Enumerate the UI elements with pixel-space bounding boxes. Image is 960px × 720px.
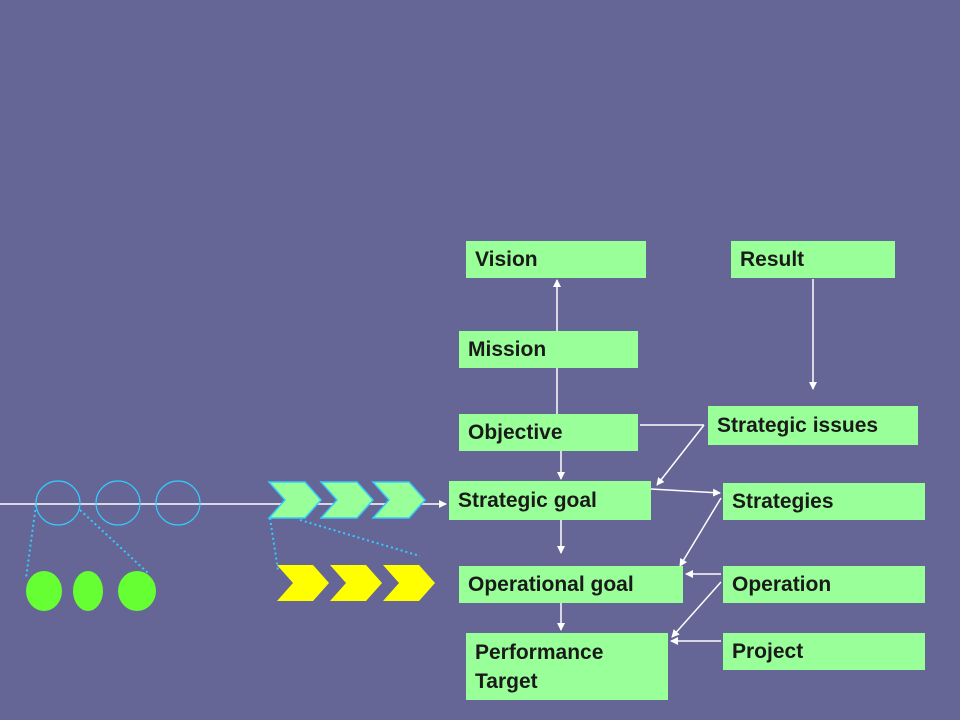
arrow-strategic-issues-to-strategic-goal [656,424,705,486]
dotted-connector-left [25,504,37,579]
yellow-chevron-2 [330,565,382,601]
strategic-issues-box: Strategic issues [708,406,918,445]
strategic-goal-label: Strategic goal [458,489,597,512]
performance-target-box: Performance Target [466,633,668,700]
strategies-box: Strategies [723,483,925,520]
green-ellipse-3 [118,571,156,611]
yellow-chevron-1 [277,565,329,601]
operation-label: Operation [732,573,832,596]
strategic-goal-box: Strategic goal [449,481,651,520]
performance-target-line-1: Performance [475,641,604,664]
vision-label: Vision [475,248,538,271]
green-ellipse-2 [73,571,103,611]
arrow-operation-to-performance-target [671,581,722,638]
strategic-issues-label: Strategic issues [717,414,879,437]
objective-label: Objective [468,421,563,444]
operational-goal-label: Operational goal [468,573,634,596]
performance-target-line-2: Target [475,670,538,693]
dotted-connector-chevron-left [269,517,279,571]
performance-target-label: Performance Target [475,638,603,696]
result-box: Result [731,241,895,278]
dotted-connector-chevron-right [299,519,421,557]
result-label: Result [740,248,805,271]
project-box: Project [723,633,925,670]
outline-circle-1 [35,480,81,526]
mission-box: Mission [459,331,638,368]
strategies-label: Strategies [732,490,834,513]
green-chevron-2 [319,481,375,519]
yellow-chevron-3 [383,565,435,601]
outline-circle-3 [155,480,201,526]
vision-box: Vision [466,241,646,278]
mission-label: Mission [468,338,547,361]
green-chevron-1 [267,481,323,519]
objective-box: Objective [459,414,638,451]
outline-circle-2 [95,480,141,526]
green-chevron-3 [371,481,427,519]
dotted-connector-right [79,509,149,574]
arrow-strategies-to-operational-goal [679,497,722,567]
project-label: Project [732,640,804,663]
green-ellipse-1 [26,571,62,611]
operational-goal-box: Operational goal [459,566,683,603]
arrow-strategic-goal-to-strategies [650,488,721,497]
operation-box: Operation [723,566,925,603]
